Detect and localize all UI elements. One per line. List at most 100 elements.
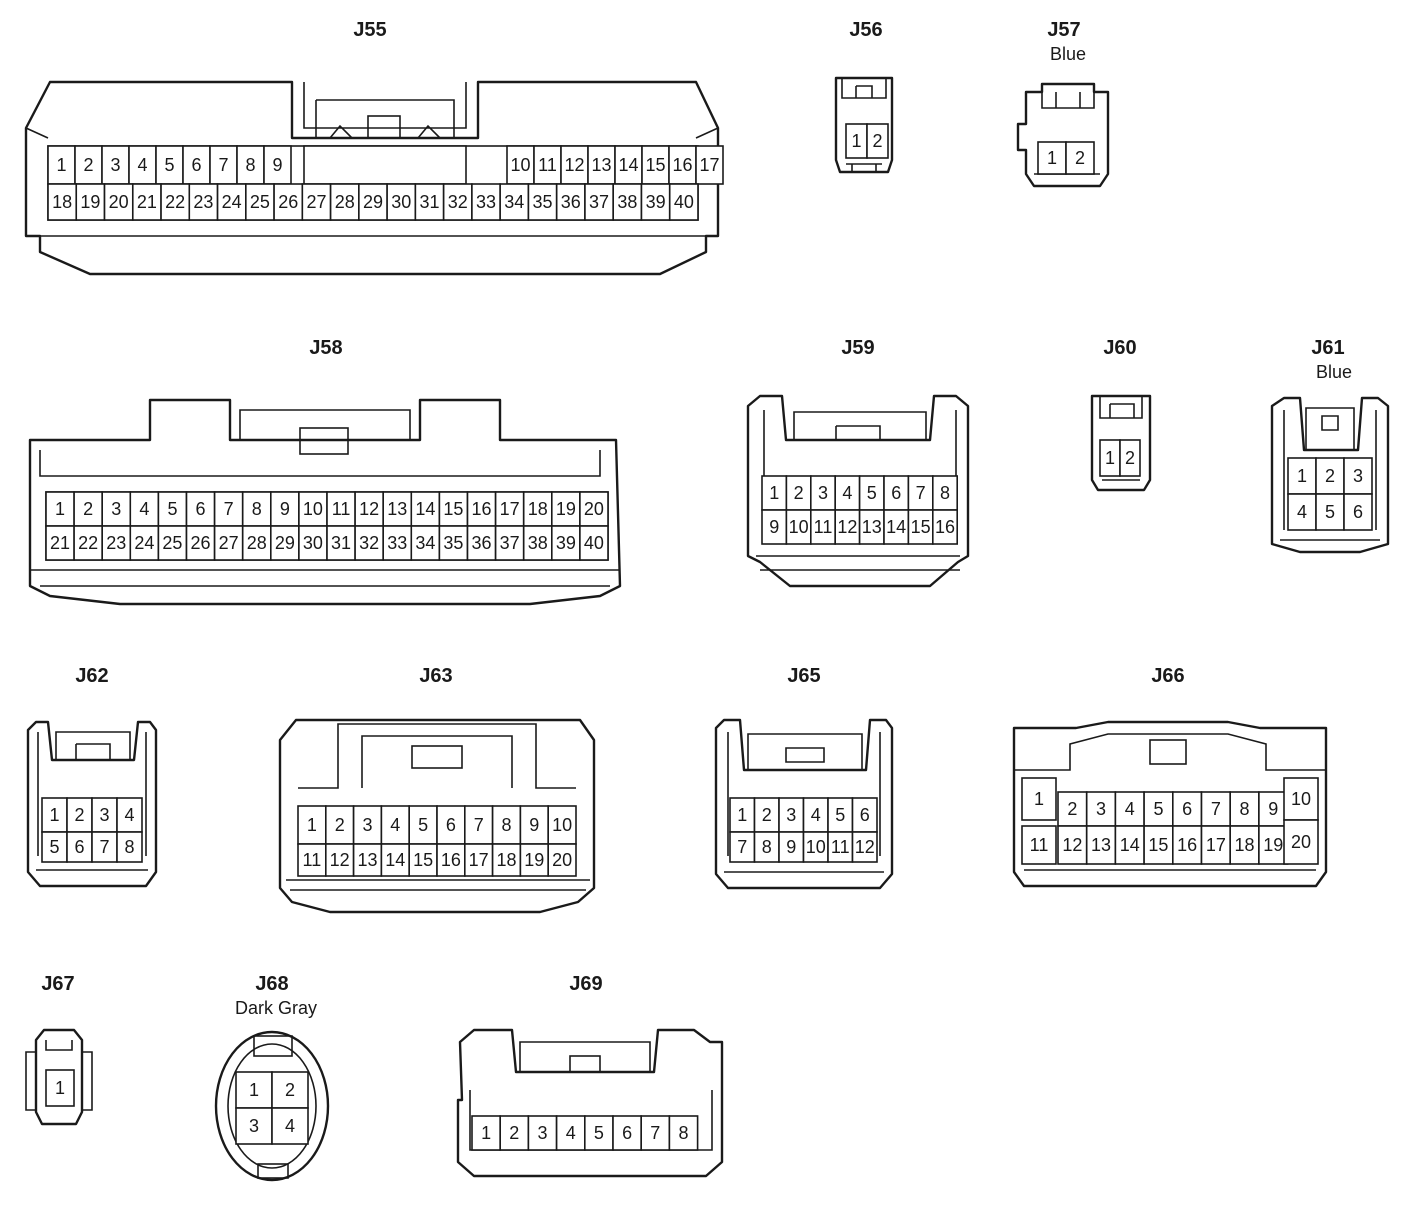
pin-label-j66-10: 10 xyxy=(1291,789,1311,809)
pin-cavity-j63-8 xyxy=(491,805,522,845)
pin-label-j59-13: 13 xyxy=(862,517,882,537)
pin-cavity-j58-8 xyxy=(241,491,272,527)
pin-cavity-j58-3 xyxy=(101,491,132,527)
pin-label-j58-11: 11 xyxy=(332,499,351,519)
pin-label-j55-18: 18 xyxy=(52,192,72,212)
pin-label-j55-20: 20 xyxy=(109,192,129,212)
connector-j63-latch xyxy=(298,723,576,789)
pin-cavity-j66-4 xyxy=(1114,791,1145,827)
connector-j58-latch xyxy=(239,409,411,440)
pin-cavity-j66-12 xyxy=(1057,825,1088,865)
connector-j56-latch xyxy=(841,78,887,99)
pin-label-j63-7: 7 xyxy=(474,815,484,835)
pin-label-j58-10: 10 xyxy=(303,499,323,519)
pin-label-j62-6: 6 xyxy=(74,837,84,857)
pin-label-j55-6: 6 xyxy=(191,155,201,175)
pin-cavity-j59-8 xyxy=(931,475,958,511)
pin-label-j59-12: 12 xyxy=(837,517,857,537)
pin-cavity-j66-11 xyxy=(1021,825,1057,865)
pin-cavity-j65-12 xyxy=(851,831,878,863)
pin-cavity-j58-35 xyxy=(438,525,469,561)
connector-j67-title: J67 xyxy=(41,973,74,995)
pin-label-j58-15: 15 xyxy=(443,499,463,519)
pin-label-j55-26: 26 xyxy=(278,192,298,212)
pin-label-j55-38: 38 xyxy=(617,192,637,212)
pin-cavity-j66-13 xyxy=(1085,825,1117,865)
pin-cavity-j58-29 xyxy=(269,525,300,561)
pin-label-j55-30: 30 xyxy=(391,192,411,212)
pin-cavity-j58-14 xyxy=(410,491,441,527)
pin-label-j69-8: 8 xyxy=(678,1123,688,1143)
pin-label-j69-4: 4 xyxy=(566,1123,576,1143)
pin-cavity-j58-40 xyxy=(579,525,609,561)
pin-cavity-j58-32 xyxy=(354,525,385,561)
pin-label-j55-13: 13 xyxy=(591,155,611,175)
connector-j66-lock-tab xyxy=(1149,739,1187,765)
pin-label-j66-16: 16 xyxy=(1177,835,1197,855)
pin-label-j57-1: 1 xyxy=(1047,148,1057,168)
pin-label-j58-34: 34 xyxy=(415,533,435,553)
pin-label-j62-7: 7 xyxy=(99,837,109,857)
pin-cavity-j63-10 xyxy=(547,805,577,845)
pin-label-j58-6: 6 xyxy=(196,499,206,519)
connector-j60-latch xyxy=(1099,396,1143,419)
pin-label-j66-19: 19 xyxy=(1263,835,1283,855)
pin-label-j58-5: 5 xyxy=(167,499,177,519)
pin-cavity-j59-11 xyxy=(809,509,836,545)
connector-j68-color: Dark Gray xyxy=(235,998,317,1018)
pin-label-j55-37: 37 xyxy=(589,192,609,212)
pin-label-j55-10: 10 xyxy=(510,155,530,175)
pin-cavity-j58-13 xyxy=(382,491,413,527)
pin-label-j55-12: 12 xyxy=(564,155,584,175)
pin-label-j59-2: 2 xyxy=(794,483,804,503)
connector-j63-lock-tab xyxy=(411,745,463,769)
pin-label-j63-4: 4 xyxy=(390,815,400,835)
pin-label-j58-38: 38 xyxy=(528,533,548,553)
pin-cavity-j58-25 xyxy=(157,525,188,561)
pin-label-j65-5: 5 xyxy=(835,805,845,825)
pin-label-j59-5: 5 xyxy=(867,483,877,503)
connector-j67: J67 1 xyxy=(25,973,93,1126)
pin-label-j58-1: 1 xyxy=(55,499,65,519)
pin-label-j59-15: 15 xyxy=(911,517,931,537)
pin-cavity-j69-8 xyxy=(668,1115,699,1151)
pin-cavity-j55-2 xyxy=(74,145,103,185)
pin-label-j58-24: 24 xyxy=(134,533,154,553)
pin-label-j63-9: 9 xyxy=(529,815,539,835)
pin-label-j55-9: 9 xyxy=(272,155,282,175)
pin-label-j63-10: 10 xyxy=(552,815,572,835)
pin-cavity-j62-5 xyxy=(41,831,68,863)
pin-label-j58-26: 26 xyxy=(191,533,211,553)
pin-cavity-j55-36 xyxy=(555,183,586,221)
pin-label-j55-2: 2 xyxy=(83,155,93,175)
pin-cavity-j61-5 xyxy=(1315,493,1345,531)
connector-j69-latch xyxy=(519,1041,651,1072)
pin-cavity-j55-39 xyxy=(640,183,671,221)
connector-j61-edges xyxy=(1280,410,1380,541)
connector-j61-title: J61 xyxy=(1311,337,1344,359)
pin-cavity-j55-5 xyxy=(155,145,184,185)
pin-label-j59-1: 1 xyxy=(769,483,779,503)
pin-cavity-j67-1 xyxy=(45,1069,75,1107)
pin-label-j66-14: 14 xyxy=(1120,835,1140,855)
pin-cavity-j55-7 xyxy=(209,145,238,185)
pin-cavity-j61-3 xyxy=(1343,457,1373,495)
pin-label-j55-40: 40 xyxy=(674,192,694,212)
pin-label-j69-6: 6 xyxy=(622,1123,632,1143)
pin-cavity-j65-11 xyxy=(827,831,854,863)
pin-label-j66-2: 2 xyxy=(1067,799,1077,819)
pin-label-j65-1: 1 xyxy=(737,805,747,825)
pin-cavity-j55-31 xyxy=(414,183,445,221)
connector-j55-center-blank xyxy=(303,145,467,185)
pin-label-j55-27: 27 xyxy=(306,192,326,212)
connector-j61-latch xyxy=(1305,407,1355,450)
connector-j63-edges xyxy=(286,879,590,891)
pin-label-j66-12: 12 xyxy=(1062,835,1082,855)
pin-label-j62-4: 4 xyxy=(124,805,134,825)
pin-label-j59-14: 14 xyxy=(886,517,906,537)
connector-j56-base xyxy=(846,163,882,172)
